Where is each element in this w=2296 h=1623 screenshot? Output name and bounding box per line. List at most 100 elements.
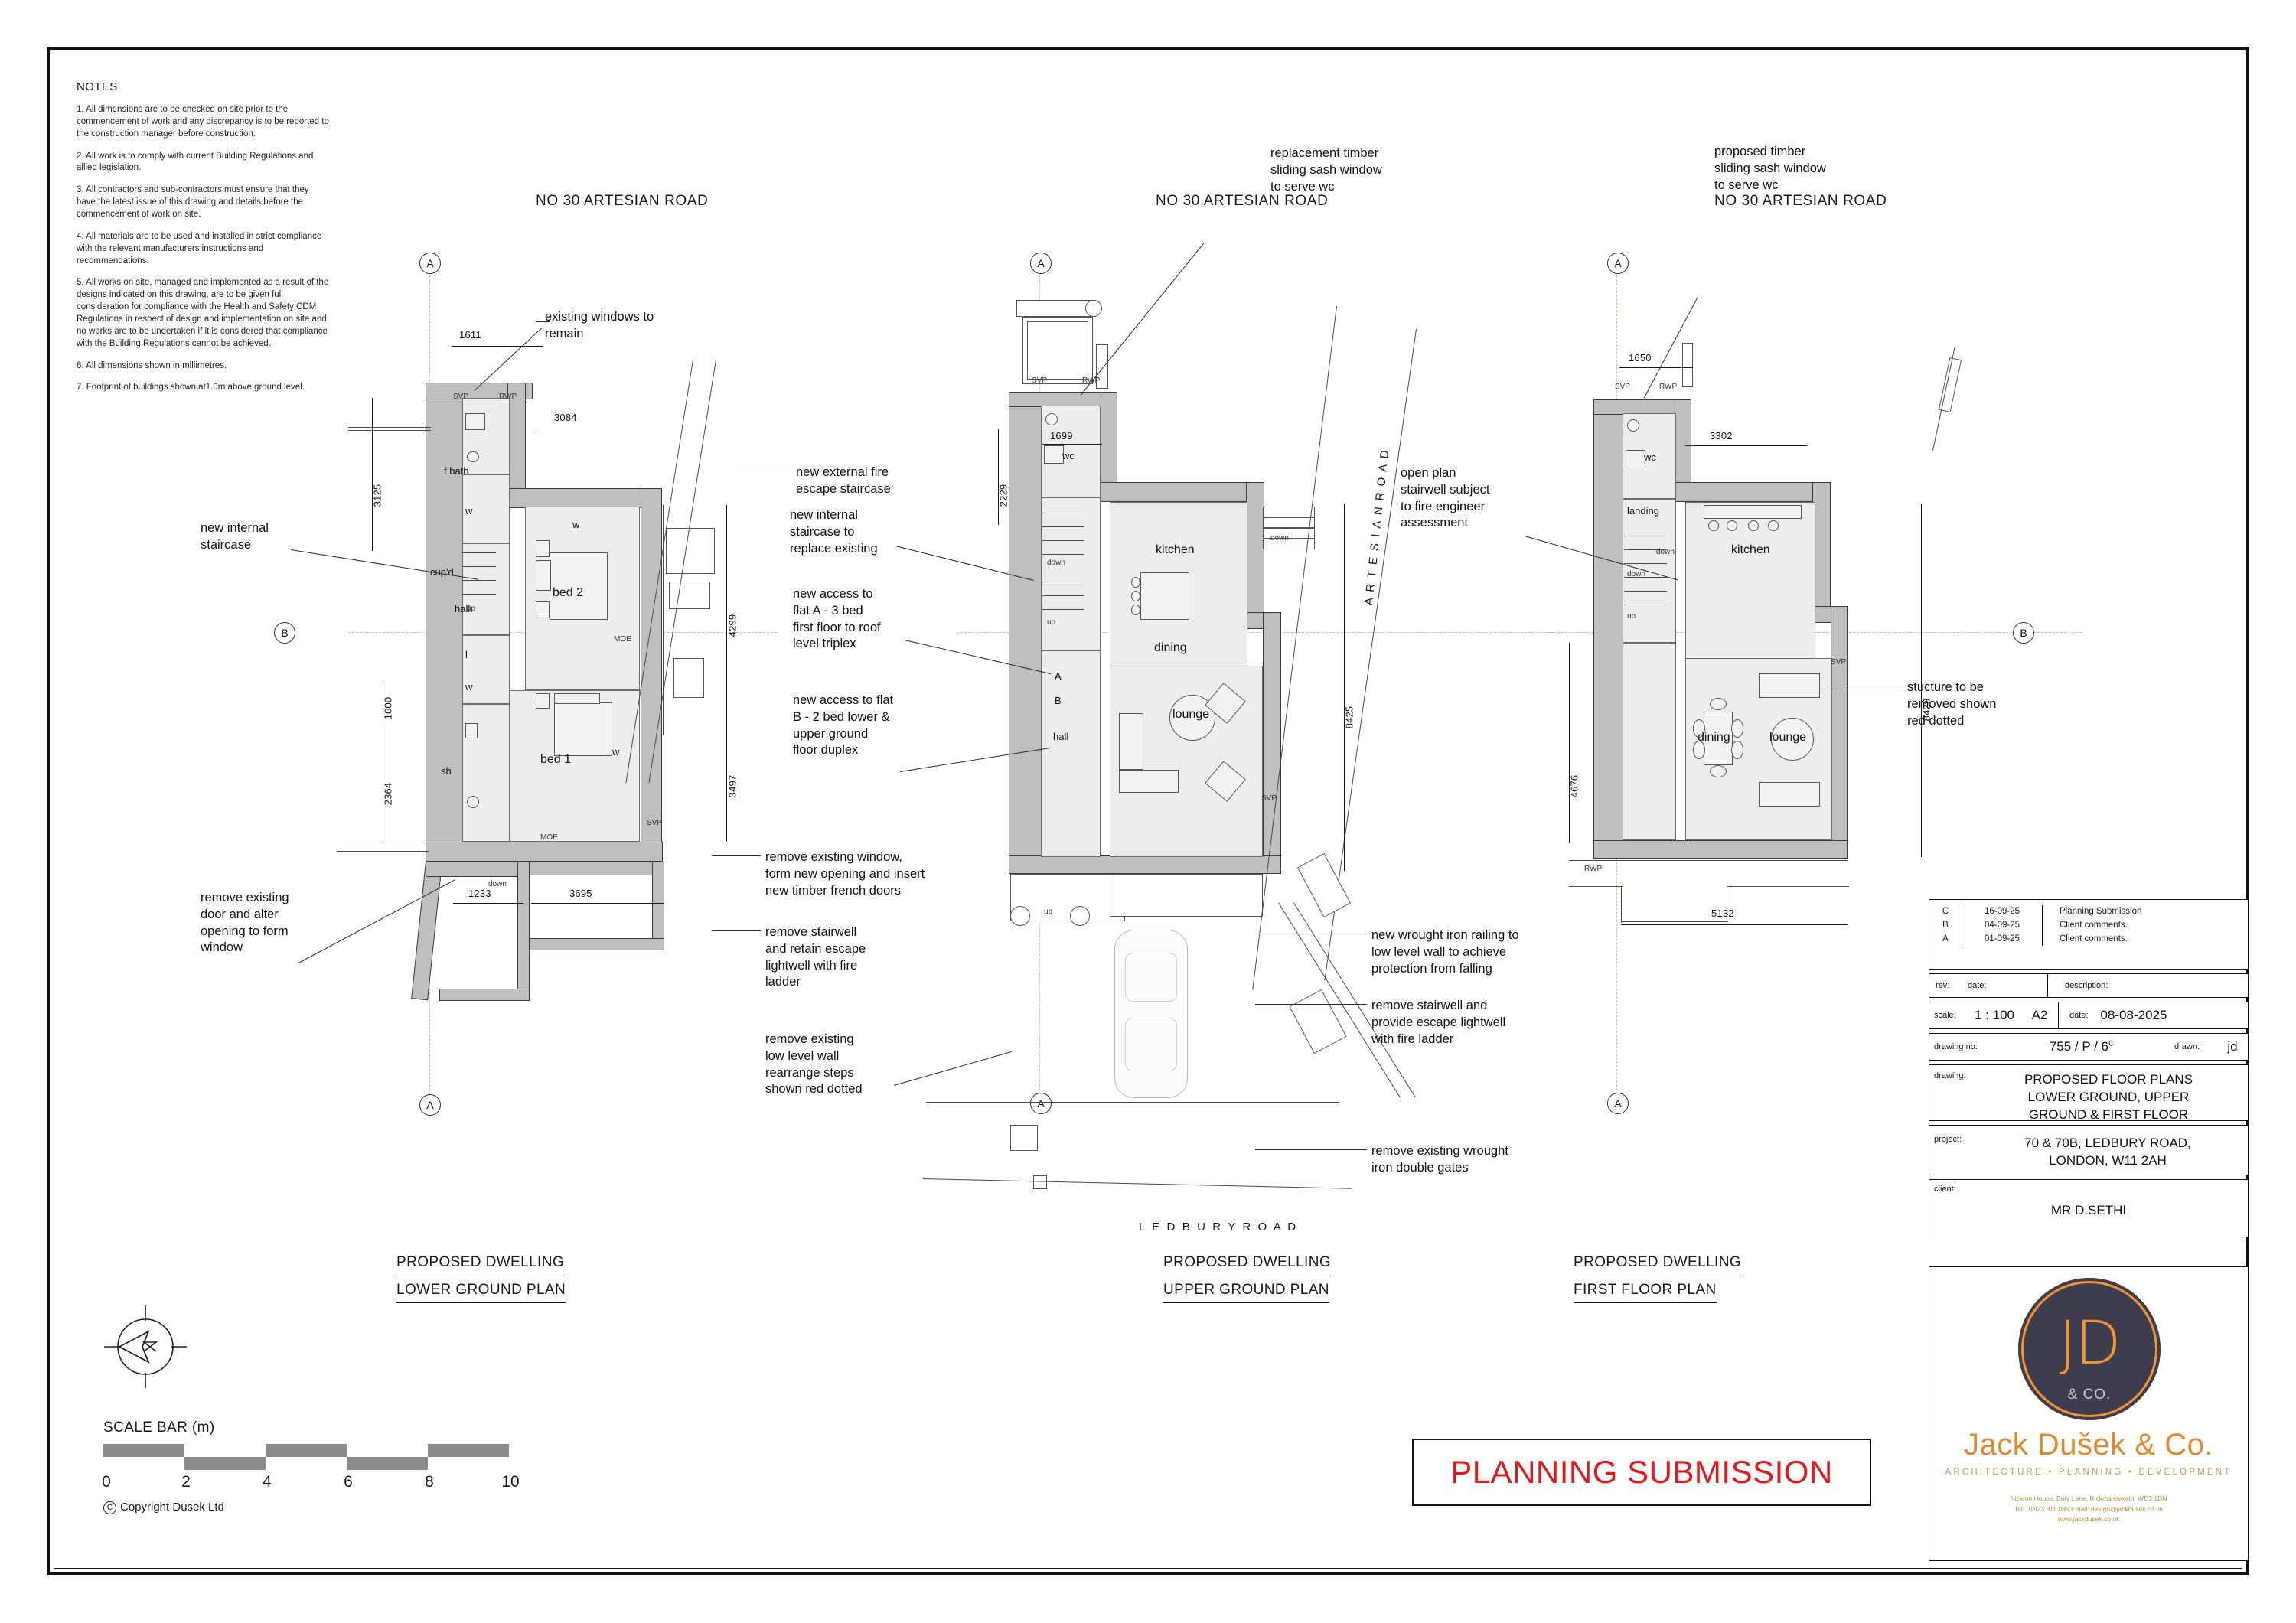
- copyright-icon: C: [103, 1501, 116, 1514]
- drawing-no-label: drawing no:: [1934, 1042, 1978, 1051]
- garden-line: [1569, 886, 1623, 887]
- rug: [1771, 718, 1814, 761]
- wall-south: [426, 842, 663, 862]
- headboard: [554, 693, 600, 704]
- dimension-8425: 8425: [1343, 706, 1355, 729]
- rev-header-rev: rev:: [1936, 981, 1950, 990]
- wall-north: [1009, 392, 1116, 407]
- leader-line: [712, 855, 761, 856]
- wc-fixture: [1627, 419, 1639, 432]
- scale-seg: [266, 1444, 347, 1457]
- drawing-label: drawing:: [1934, 1071, 1966, 1080]
- garden-line: [1727, 886, 1849, 887]
- section-marker-a: A: [1055, 670, 1062, 682]
- plan-title-line2: FIRST FLOOR PLAN: [1574, 1279, 1717, 1303]
- dining-table: [1704, 712, 1733, 765]
- dim-line-3497: [726, 689, 727, 842]
- revision-rev: A: [1942, 934, 1949, 943]
- client-row: client: MR D.SETHI: [1929, 1179, 2249, 1237]
- room-label-w: w: [572, 519, 580, 530]
- dining-chair: [1710, 765, 1727, 777]
- revision-date: 01-09-25: [1962, 932, 2042, 947]
- drawing-value: PROPOSED FLOOR PLANS LOWER GROUND, UPPER…: [2024, 1072, 2193, 1122]
- annotation-structure-removed: stucture to be removed shown red dotted: [1907, 680, 1997, 728]
- scale-tick: 6: [344, 1473, 353, 1491]
- external-step: [1263, 507, 1315, 517]
- garden-line: [1621, 921, 1728, 922]
- room-label-moe: MOE: [540, 833, 558, 842]
- room-label-wc: wc: [1644, 451, 1656, 463]
- scale-tick: 10: [501, 1473, 520, 1491]
- external-step: [666, 528, 715, 574]
- annotation-remove-low-level-wall: remove existing low level wall rearrange…: [765, 1032, 863, 1097]
- title-block: C 16-09-25 Planning Submission B 04-09-2…: [1929, 899, 2249, 1241]
- note-item: 7. Footprint of buildings shown at1.0m a…: [77, 383, 305, 393]
- room-label-shower: sh: [441, 765, 452, 777]
- scale-tick: 4: [263, 1473, 272, 1491]
- svp-marker: SVP: [1615, 383, 1631, 391]
- wardrobe-unit: [536, 540, 550, 557]
- car-rear: [1125, 1018, 1177, 1071]
- logo-monogram: JD: [2059, 1309, 2121, 1378]
- dim-line-1233: [453, 903, 523, 904]
- annotation-remove-gates: remove existing wrought iron double gate…: [1371, 1144, 1508, 1175]
- note-item: 4. All materials are to be used and inst…: [77, 231, 322, 266]
- logo-company-name: Jack Dušek & Co.: [1964, 1428, 2213, 1462]
- bed-furniture: [554, 702, 612, 756]
- street-label-ledbury: L E D B U R Y R O A D: [1139, 1221, 1298, 1234]
- room-label-dining: dining: [1154, 641, 1187, 654]
- notes-block: NOTES 1. All dimensions are to be checke…: [77, 80, 329, 404]
- north-arrow: [99, 1301, 191, 1393]
- grid-bubble-a-top: A: [1030, 253, 1052, 274]
- car-windscreen: [1125, 953, 1177, 1002]
- scale-tick: 2: [181, 1473, 191, 1491]
- wardrobe-unit: [536, 693, 550, 709]
- plan-lower-ground: A B A: [0, 0, 777, 1303]
- wall-north: [1593, 399, 1687, 415]
- plan-title-line2: LOWER GROUND PLAN: [396, 1279, 566, 1303]
- garden-line: [1621, 886, 1622, 923]
- floor-hall: [1041, 650, 1101, 857]
- rev-header-desc: description:: [2047, 974, 2248, 997]
- dimension-1650: 1650: [1629, 352, 1652, 363]
- room-label-lounge: lounge: [1769, 731, 1807, 744]
- dimension-5132: 5132: [1711, 908, 1734, 919]
- stair-direction-down: down: [488, 880, 507, 888]
- wall-west: [1593, 399, 1624, 859]
- dining-chair: [1131, 591, 1140, 601]
- leader-line: [1080, 243, 1205, 396]
- annotation-open-plan-stairwell: open plan stairwell subject to fire engi…: [1401, 466, 1490, 530]
- external-step: [1263, 539, 1315, 549]
- dim-line-1650: [1619, 367, 1693, 368]
- bed-furniture: [550, 552, 608, 620]
- leader-line: [893, 1051, 1012, 1086]
- planning-submission-stamp: PLANNING SUBMISSION: [1412, 1439, 1871, 1506]
- revision-desc: Client comments.: [2042, 918, 2248, 933]
- kitchen-units: [1704, 505, 1802, 519]
- bay-top: [1016, 300, 1096, 317]
- wc-fixture: [467, 796, 479, 808]
- stair-tread: [462, 552, 496, 553]
- wall-east: [1831, 606, 1848, 859]
- dimension-1611: 1611: [459, 329, 481, 341]
- wall-west: [426, 383, 464, 861]
- neighbour-label: NO 30 ARTESIAN ROAD: [1156, 193, 1329, 209]
- annotation-new-internal-staircase: new internal staircase: [201, 521, 269, 552]
- lightwell-wall-south: [439, 989, 530, 1001]
- room-label-w: w: [612, 746, 620, 758]
- project-label: project:: [1934, 1135, 1962, 1144]
- dim-line-5132: [1621, 924, 1848, 925]
- wall-internal-1: [507, 383, 526, 505]
- drawing-no-value: 755 / P / 6C: [1989, 1039, 2174, 1054]
- scale-bar-title: SCALE BAR (m): [103, 1419, 215, 1436]
- kitchen-seat: [1708, 520, 1719, 531]
- stair-direction-down: down: [1656, 548, 1675, 556]
- revision-history: C 16-09-25 Planning Submission B 04-09-2…: [1929, 899, 2249, 970]
- annotation-column-centre: new external fire escape staircase new i…: [0, 0, 1052, 1148]
- scale-bar-graphic: [103, 1444, 509, 1470]
- terrace-wall-south: [530, 938, 664, 950]
- svp-marker: SVP: [1261, 794, 1277, 803]
- paper-size: A2: [2031, 1008, 2048, 1022]
